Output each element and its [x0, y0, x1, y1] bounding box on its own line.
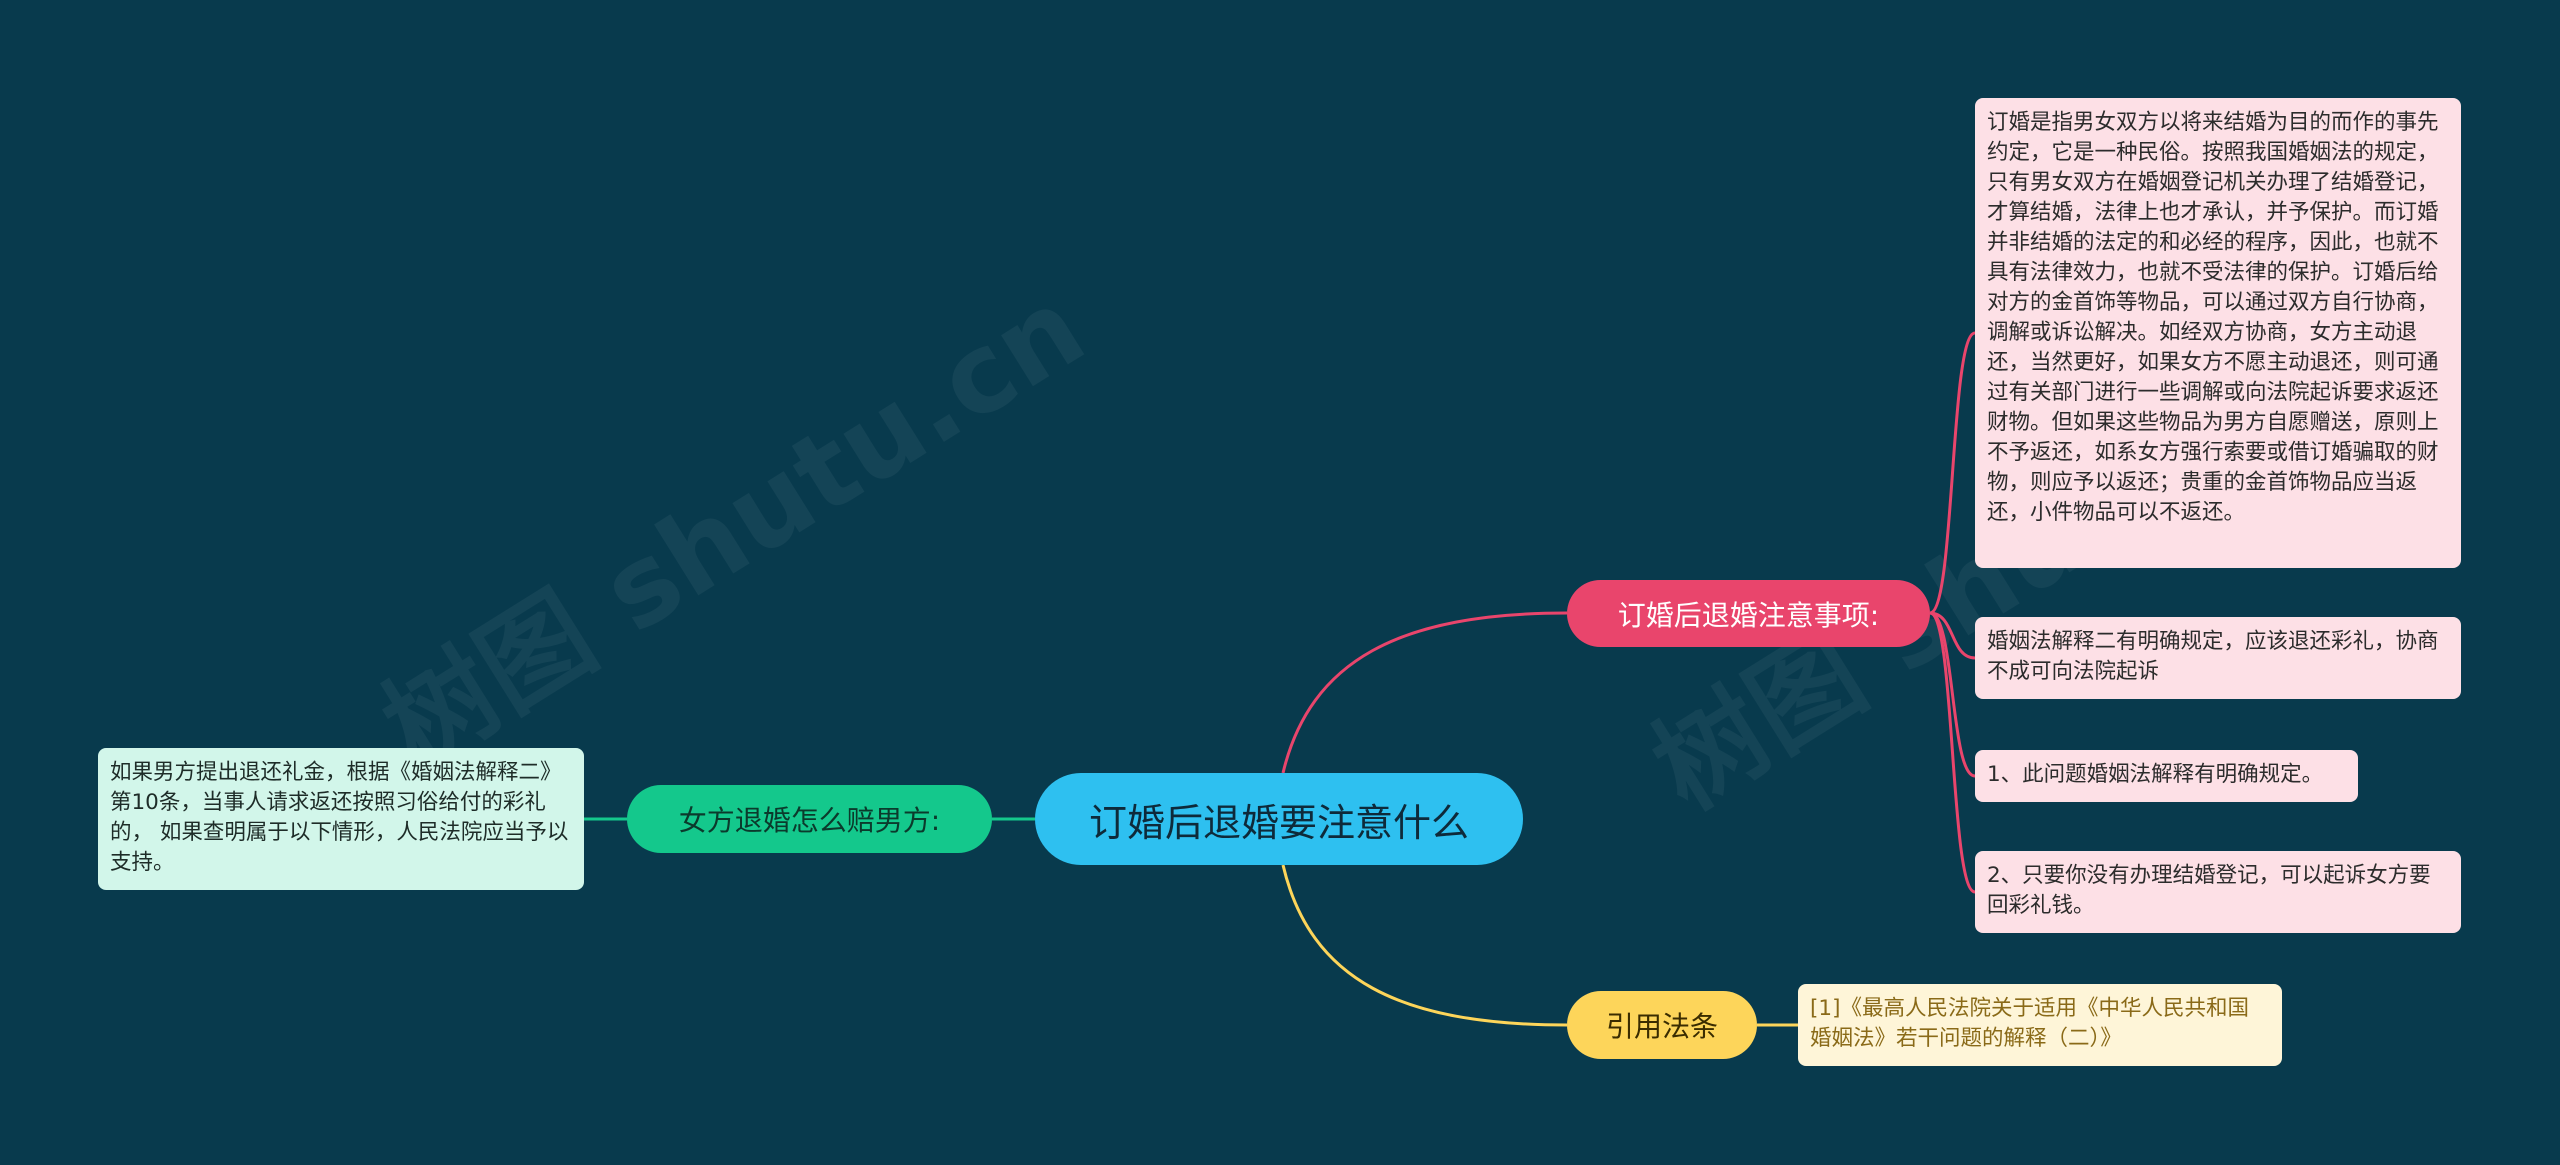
leaf-interpretation-two[interactable]: 婚姻法解释二有明确规定，应该退还彩礼，协商不成可向法院起诉 — [1975, 617, 2461, 699]
leaf-compensation-detail[interactable]: 如果男方提出退还礼金，根据《婚姻法解释二》第10条，当事人请求返还按照习俗给付的… — [98, 748, 584, 890]
leaf-citation[interactable]: [1]《最高人民法院关于适用《中华人民共和国婚姻法》若干问题的解释（二）》 — [1798, 984, 2282, 1066]
connector-top-leaf-2 — [1929, 611, 1976, 660]
branch-topic-compensation[interactable]: 女方退婚怎么赔男方: — [627, 785, 992, 853]
connector-top-leaf-3 — [1929, 611, 1976, 778]
connector-root-top — [1281, 611, 1568, 774]
branch-topic-citations[interactable]: 引用法条 — [1567, 991, 1757, 1059]
connector-top-leaf-4 — [1929, 611, 1976, 894]
root-topic[interactable]: 订婚后退婚要注意什么 — [1035, 773, 1523, 865]
leaf-point-two[interactable]: 2、只要你没有办理结婚登记，可以起诉女方要回彩礼钱。 — [1975, 851, 2461, 933]
leaf-point-one[interactable]: 1、此问题婚姻法解释有明确规定。 — [1975, 750, 2358, 802]
leaf-engagement-explanation[interactable]: 订婚是指男女双方以将来结婚为目的而作的事先约定，它是一种民俗。按照我国婚姻法的规… — [1975, 98, 2461, 568]
branch-topic-notes[interactable]: 订婚后退婚注意事项: — [1567, 580, 1930, 647]
connector-root-bottom — [1281, 864, 1568, 1027]
connector-top-leaf-1 — [1929, 331, 1976, 615]
